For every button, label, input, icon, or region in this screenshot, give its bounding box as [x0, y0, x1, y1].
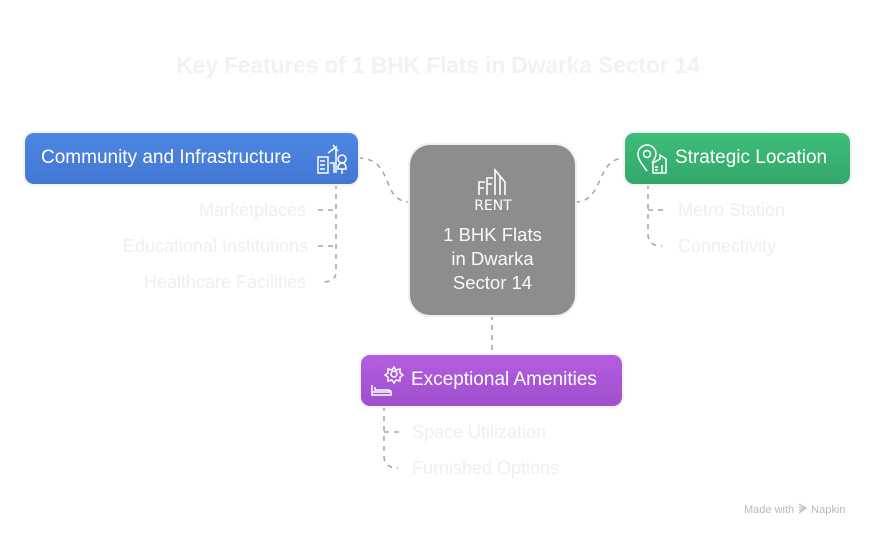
leaf-space-utilization: Space Utilization	[412, 422, 547, 442]
connector-center-to-location	[574, 157, 626, 203]
central-topic-line: 1 BHK Flats	[443, 223, 542, 245]
napkin-brand-text: Napkin	[811, 504, 846, 516]
leaf-furnished-options: Furnished Options	[412, 458, 560, 478]
made-with-napkin-badge[interactable]: Made with Napkin	[744, 503, 845, 517]
connector-center-to-community	[357, 157, 411, 203]
central-topic-line: Sector 14	[452, 271, 533, 293]
connector-community-trunk	[321, 184, 337, 283]
made-with-text: Made with	[744, 504, 795, 516]
central-topic-label: 1 BHK Flats in Dwarka Sector 14	[443, 223, 542, 295]
leaf-marketplaces: Marketplaces	[198, 200, 306, 220]
rent-building-icon: RENT	[473, 167, 513, 219]
branch-label: Exceptional Amenities	[411, 369, 597, 390]
leaf-connectivity: Connectivity	[678, 236, 777, 256]
branch-node-community-infrastructure[interactable]: Community and Infrastructure	[25, 133, 358, 184]
branch-label: Community and Infrastructure	[41, 147, 292, 168]
central-topic-line: in Dwarka	[451, 247, 534, 269]
leaf-educational-institutions: Educational Institutions	[122, 236, 308, 256]
city-community-icon	[316, 143, 350, 180]
location-pin-building-icon	[635, 143, 669, 180]
leaf-metro-station: Metro Station	[678, 200, 786, 220]
rent-text: RENT	[474, 198, 512, 214]
napkin-logo-icon	[797, 503, 808, 517]
branch-label: Strategic Location	[675, 147, 828, 168]
connector-amenities-trunk	[383, 406, 399, 469]
branch-node-strategic-location[interactable]: Strategic Location	[625, 133, 850, 184]
central-topic-node[interactable]: RENT 1 BHK Flats in Dwarka Sector 14	[410, 145, 575, 315]
connector-location-trunk	[647, 184, 663, 247]
diagram-title: Key Features of 1 BHK Flats in Dwarka Se…	[176, 52, 700, 78]
amenities-gear-icon	[369, 365, 405, 402]
branch-node-exceptional-amenities[interactable]: Exceptional Amenities	[361, 355, 622, 406]
leaf-healthcare-facilities: Healthcare Facilities	[143, 272, 306, 292]
